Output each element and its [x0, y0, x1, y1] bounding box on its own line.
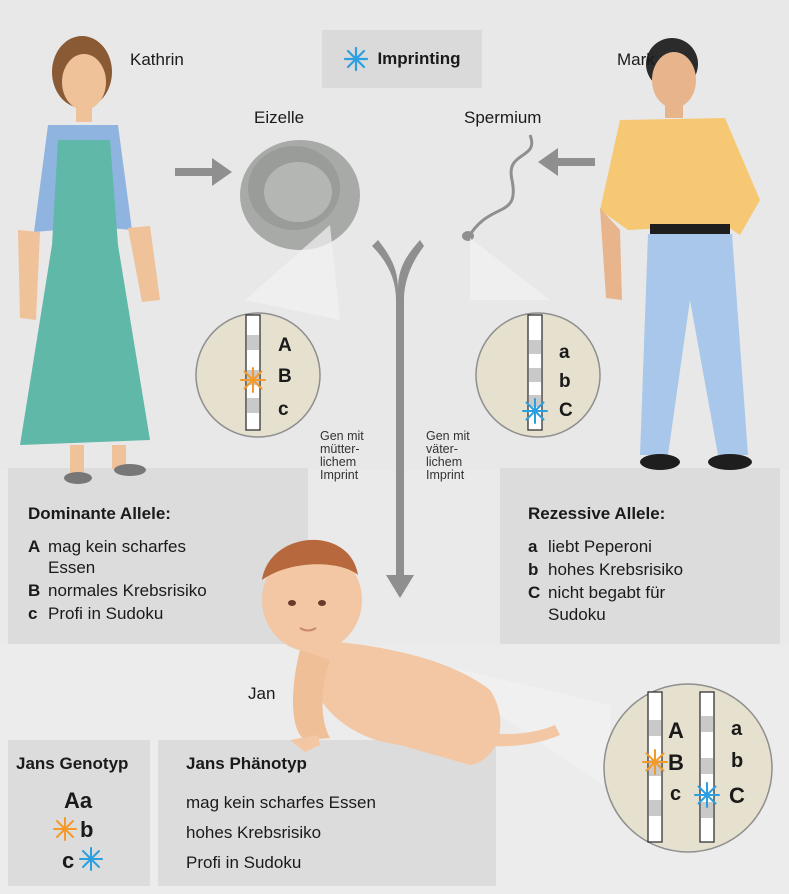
dominant-title: Dominante Allele: — [28, 504, 171, 524]
paternal-allele-3: C — [559, 400, 573, 422]
recessive-item-c: Cnicht begabt für — [528, 582, 665, 603]
child-maternal-allele-1: A — [668, 718, 684, 744]
mother-name: Kathrin — [130, 50, 184, 70]
maternal-imprint-label: Gen mit mütter- lichem Imprint — [320, 430, 364, 482]
child-paternal-allele-2: b — [731, 750, 743, 773]
recessive-item-a: aliebt Peperoni — [528, 536, 652, 557]
paternal-imprint-label: Gen mit väter- lichem Imprint — [426, 430, 470, 482]
baby-figure — [262, 540, 560, 765]
recessive-item-c-cont: Sudoku — [548, 604, 606, 625]
egg-label: Eizelle — [254, 108, 304, 128]
recessive-item-b: bhohes Krebsrisiko — [528, 559, 683, 580]
dominant-item-a-cont: Essen — [48, 557, 95, 578]
sperm-cell — [468, 135, 532, 238]
child-maternal-star-icon — [643, 750, 667, 774]
child-maternal-allele-3: c — [670, 783, 681, 806]
paternal-allele-2: b — [559, 371, 571, 393]
child-paternal-star-icon — [695, 783, 719, 807]
child-chromosome-zoom — [604, 684, 772, 852]
maternal-allele-3: c — [278, 399, 289, 421]
mother-arrow — [175, 158, 232, 186]
mother-figure — [18, 36, 160, 484]
merge-arrow — [372, 240, 424, 598]
genotype-row-1: Aa — [64, 788, 92, 814]
maternal-allele-2: B — [278, 366, 292, 388]
paternal-allele-1: a — [559, 342, 570, 364]
dominant-item-a: Amag kein scharfes — [28, 536, 186, 557]
child-paternal-allele-1: a — [731, 718, 742, 741]
father-name: Mark — [617, 50, 655, 70]
phenotype-item-1: mag kein scharfes Essen — [186, 792, 376, 813]
genotype-row-3: c — [62, 848, 74, 874]
father-arrow — [538, 148, 595, 176]
phenotype-item-3: Profi in Sudoku — [186, 852, 301, 873]
sperm-label: Spermium — [464, 108, 541, 128]
maternal-imprint-star-icon — [241, 368, 265, 392]
maternal-allele-1: A — [278, 335, 292, 357]
paternal-imprint-star-icon — [523, 399, 547, 423]
phenotype-item-2: hohes Krebsrisiko — [186, 822, 321, 843]
phenotype-title: Jans Phänotyp — [186, 754, 307, 774]
child-paternal-allele-3: C — [729, 783, 745, 809]
dominant-item-c: cProfi in Sudoku — [28, 603, 163, 624]
genotype-paternal-star-icon — [78, 846, 104, 872]
father-figure — [600, 38, 760, 470]
dominant-item-b: Bnormales Krebsrisiko — [28, 580, 207, 601]
child-maternal-allele-2: B — [668, 750, 684, 776]
genotype-maternal-star-icon — [52, 816, 78, 842]
child-name: Jan — [248, 684, 275, 704]
recessive-title: Rezessive Allele: — [528, 504, 665, 524]
genotype-row-2: b — [80, 817, 93, 843]
genotype-title: Jans Genotyp — [16, 754, 128, 774]
